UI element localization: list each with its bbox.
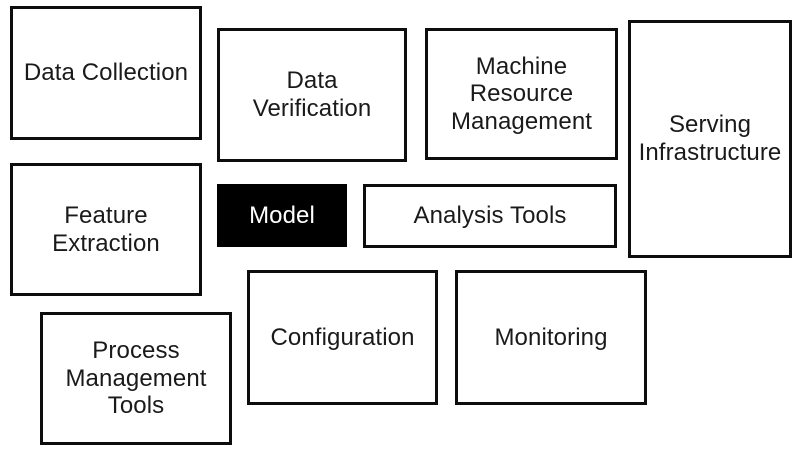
box-machine-resource-management: Machine Resource Management	[425, 28, 618, 160]
box-data-collection: Data Collection	[10, 6, 202, 140]
box-configuration: Configuration	[247, 270, 438, 405]
box-process-management-tools: Process Management Tools	[40, 312, 232, 445]
box-model: Model	[217, 184, 347, 247]
box-serving-infrastructure: Serving Infrastructure	[628, 20, 792, 258]
box-data-verification-label: Data Verification	[252, 67, 372, 122]
box-analysis-tools: Analysis Tools	[363, 184, 617, 248]
box-data-verification: Data Verification	[217, 28, 407, 162]
box-configuration-label: Configuration	[270, 323, 415, 351]
box-monitoring-label: Monitoring	[494, 323, 608, 351]
box-model-label: Model	[249, 201, 315, 229]
box-data-collection-label: Data Collection	[23, 59, 189, 87]
box-feature-extraction-label: Feature Extraction	[52, 201, 160, 257]
box-machine-resource-management-label: Machine Resource Management	[450, 52, 593, 135]
box-serving-infrastructure-label: Serving Infrastructure	[638, 111, 782, 166]
box-monitoring: Monitoring	[455, 270, 647, 405]
box-feature-extraction: Feature Extraction	[10, 163, 202, 296]
box-analysis-tools-label: Analysis Tools	[413, 202, 567, 230]
box-process-management-tools-label: Process Management Tools	[65, 337, 207, 420]
